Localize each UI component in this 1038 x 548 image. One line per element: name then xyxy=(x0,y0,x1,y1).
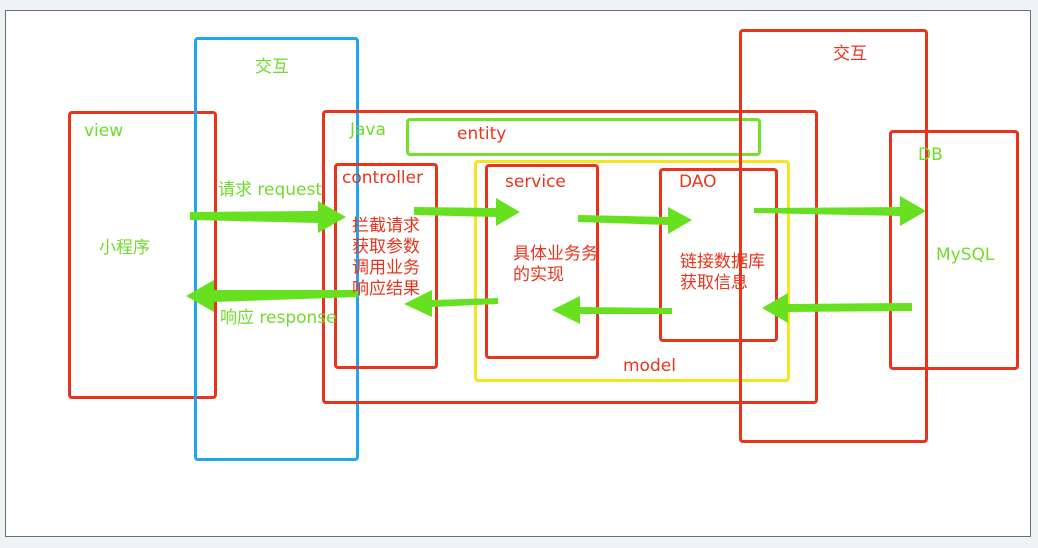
mysql-label: MySQL xyxy=(936,245,995,265)
request-label: 请求 request xyxy=(218,180,323,200)
controller-box xyxy=(334,163,438,369)
model-label: model xyxy=(623,356,676,376)
interaction-box-right xyxy=(739,29,928,443)
entity-label: entity xyxy=(457,124,507,144)
model-box xyxy=(474,160,790,382)
view-label: view xyxy=(84,121,124,141)
dao-box xyxy=(659,168,778,342)
response-label: 响应 response xyxy=(220,308,337,328)
dao-label: DAO xyxy=(679,172,717,192)
service-box xyxy=(485,164,599,359)
service-label: service xyxy=(505,172,566,192)
diagram-canvas xyxy=(5,10,1031,537)
dao-description: 链接数据库 获取信息 xyxy=(680,252,765,293)
interaction-label-left: 交互 xyxy=(255,57,289,77)
mini-program-label: 小程序 xyxy=(99,238,150,258)
interaction-label-right: 交互 xyxy=(833,44,867,64)
entity-box xyxy=(406,118,761,156)
db-box xyxy=(889,130,1019,370)
view-box xyxy=(68,111,217,399)
controller-description: 拦截请求 获取参数 调用业务 响应结果 xyxy=(352,216,420,299)
db-label: DB xyxy=(918,145,943,165)
interaction-box-left xyxy=(194,37,359,461)
service-description: 具体业务务 的实现 xyxy=(513,244,598,285)
java-box xyxy=(322,110,818,404)
java-label: Java xyxy=(350,120,386,140)
controller-label: controller xyxy=(342,168,424,188)
